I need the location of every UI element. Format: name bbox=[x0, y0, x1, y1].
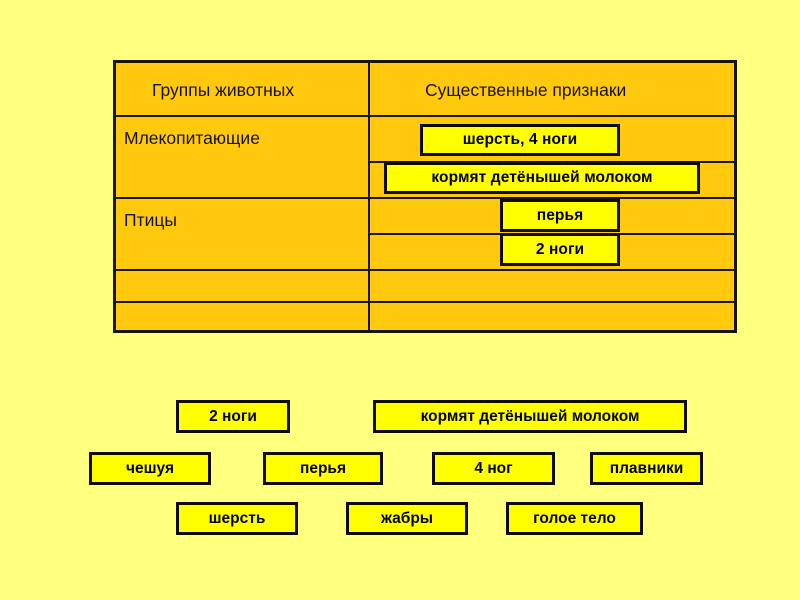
word-bank-chip[interactable]: жабры bbox=[346, 502, 468, 535]
row-divider bbox=[370, 301, 734, 303]
placed-chip[interactable]: кормят детёнышей молоком bbox=[384, 162, 700, 194]
table-column-features: Существенные признаки bbox=[370, 63, 734, 330]
word-bank-chip[interactable]: плавники bbox=[590, 452, 703, 485]
word-bank-chip[interactable]: кормят детёнышей молоком bbox=[373, 400, 687, 433]
classification-table: Группы животных Млекопитающие Птицы Суще… bbox=[113, 60, 737, 333]
table-column-groups: Группы животных Млекопитающие Птицы bbox=[116, 63, 370, 330]
row-divider bbox=[370, 115, 734, 117]
placed-chip[interactable]: шерсть, 4 ноги bbox=[420, 124, 620, 156]
row-divider bbox=[116, 115, 368, 117]
word-bank-chip[interactable]: перья bbox=[263, 452, 383, 485]
placed-chip[interactable]: 2 ноги bbox=[500, 233, 620, 266]
row-divider bbox=[116, 269, 368, 271]
word-bank-chip[interactable]: 4 ног bbox=[432, 452, 555, 485]
table-cell-birds: Птицы bbox=[124, 210, 177, 230]
word-bank-chip[interactable]: чешуя bbox=[89, 452, 211, 485]
table-header-groups: Группы животных bbox=[152, 80, 295, 100]
placed-chip[interactable]: перья bbox=[500, 199, 620, 232]
table-header-features: Существенные признаки bbox=[425, 80, 627, 100]
word-bank-chip[interactable]: голое тело bbox=[506, 502, 643, 535]
table-cell-mammals: Млекопитающие bbox=[124, 128, 260, 148]
row-divider bbox=[116, 301, 368, 303]
row-divider bbox=[370, 197, 734, 199]
row-divider bbox=[370, 269, 734, 271]
row-divider bbox=[116, 197, 368, 199]
word-bank-chip[interactable]: 2 ноги bbox=[176, 400, 290, 433]
word-bank-chip[interactable]: шерсть bbox=[176, 502, 298, 535]
